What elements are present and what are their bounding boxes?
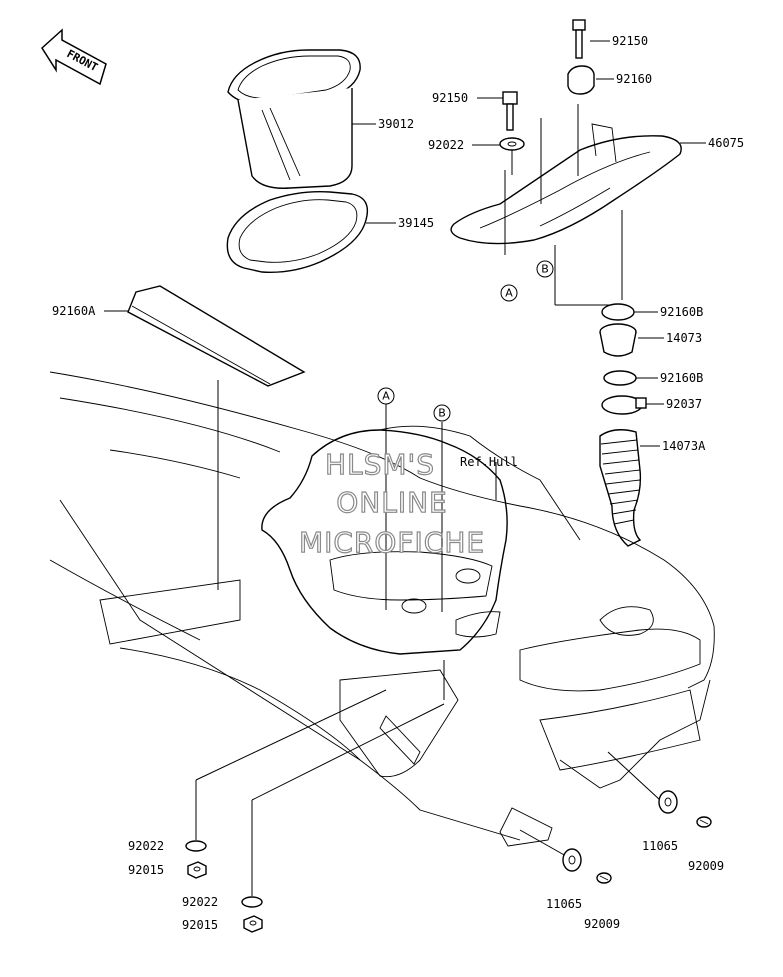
hull-outline [49, 371, 715, 847]
watermark-line1: HLSM'S [325, 448, 435, 481]
watermark-line3: MICROFICHE [299, 526, 485, 559]
part-number-92022-a: 92022 [128, 839, 164, 853]
part-number-92150-top: 92150 [612, 34, 648, 48]
part-number-39012: 39012 [378, 117, 414, 131]
part-number-92009-center: 92009 [584, 917, 620, 931]
bolt-92150-top [572, 19, 586, 59]
oring-92160B-2 [603, 370, 637, 386]
callout-b-lower: B [433, 404, 451, 422]
part-number-11065-center: 11065 [546, 897, 582, 911]
washer-92022-a [185, 840, 207, 852]
oring-92160B-1 [601, 303, 635, 321]
callout-a-upper-label: A [505, 287, 513, 300]
watermark: HLSM'S ONLINE MICROFICHE [298, 447, 485, 559]
handle-part [450, 123, 682, 245]
part-number-92160A: 92160A [52, 304, 96, 318]
part-number-92022-b: 92022 [182, 895, 218, 909]
gasket-part [226, 190, 369, 273]
bolt-92150-mid [502, 91, 518, 131]
part-number-11065-right: 11065 [642, 839, 678, 853]
part-number-92037: 92037 [666, 397, 702, 411]
callout-b-upper-label: B [541, 263, 549, 276]
part-number-39145: 39145 [398, 216, 434, 230]
callout-a-upper: A [500, 284, 518, 302]
part-number-92160B-2: 92160B [660, 371, 703, 385]
front-arrow-icon: FRONT [41, 28, 107, 86]
clamp-92037 [601, 395, 647, 415]
part-number-14073: 14073 [666, 331, 702, 345]
storage-bucket-part [227, 49, 361, 189]
callout-b-lower-label: B [438, 407, 446, 420]
callout-a-lower: A [377, 387, 395, 405]
part-number-14073A: 14073A [662, 439, 706, 453]
pad-part [127, 285, 306, 387]
part-number-92015-b: 92015 [182, 918, 218, 932]
callout-a-lower-label: A [382, 390, 390, 403]
part-number-92160B-1: 92160B [660, 305, 703, 319]
hose-fitting-14073 [599, 323, 637, 357]
part-number-92009-right: 92009 [688, 859, 724, 873]
part-number-92022-top: 92022 [428, 138, 464, 152]
nut-92015-b [243, 915, 263, 933]
part-number-92150-mid: 92150 [432, 91, 468, 105]
screw-92009-right [696, 816, 712, 828]
hose-14073A [599, 429, 642, 547]
washer-92022-top [499, 137, 525, 151]
nut-92015-a [187, 861, 207, 879]
hull-reference-label: Ref.Hull [460, 455, 518, 469]
washer-92022-b [241, 896, 263, 908]
screw-92009-center [596, 872, 612, 884]
part-number-46075: 46075 [708, 136, 744, 150]
watermark-line2: ONLINE [336, 486, 447, 519]
part-number-92015-a: 92015 [128, 863, 164, 877]
callout-b-upper: B [536, 260, 554, 278]
cap-92160 [567, 65, 595, 95]
grommet-11065-center [562, 848, 582, 872]
grommet-11065-right [658, 790, 678, 814]
part-number-92160: 92160 [616, 72, 652, 86]
